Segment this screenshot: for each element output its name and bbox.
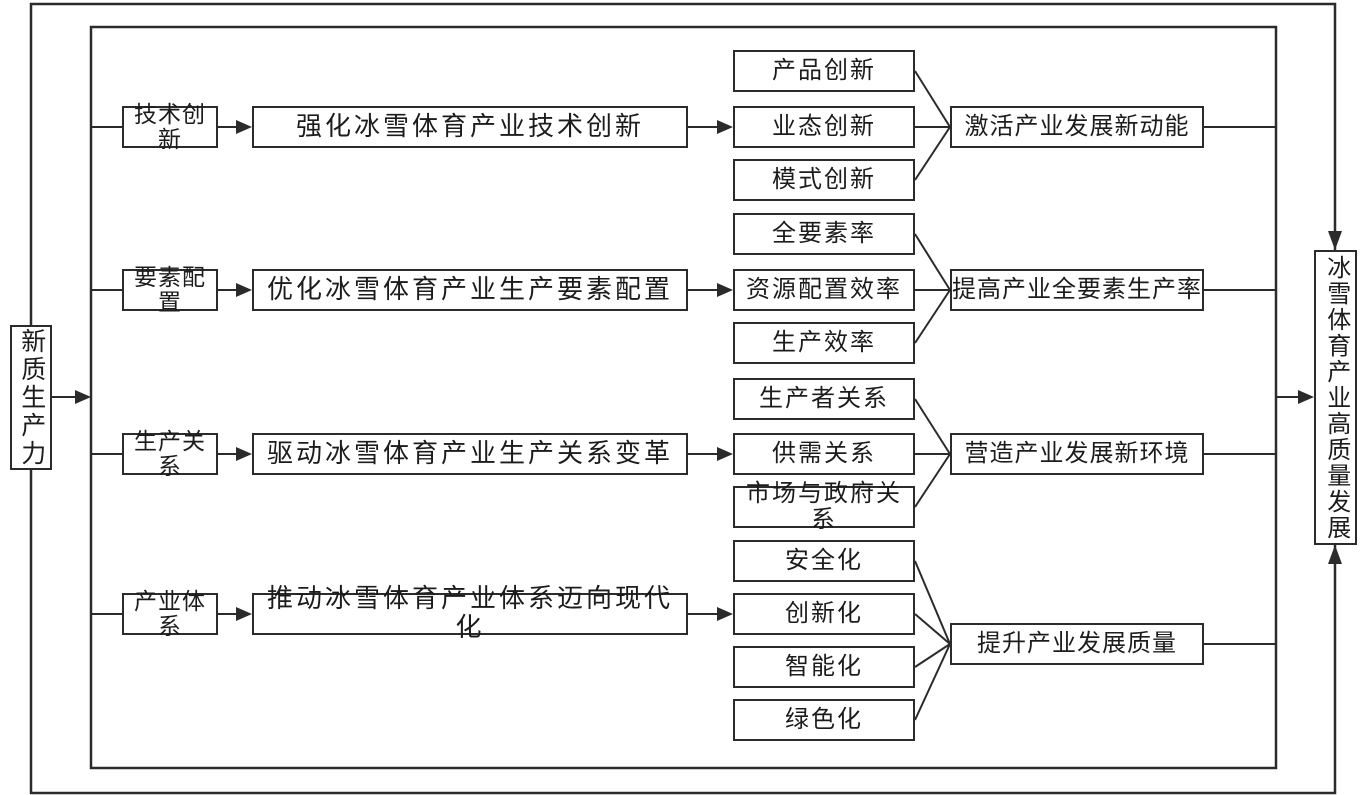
outcome-box-row4: 提升产业发展质量	[950, 623, 1204, 665]
arrow-row4-action-icon	[236, 607, 252, 621]
goal-node: 冰雪体育产业高质量发展	[1314, 250, 1357, 545]
outcome-box-row3: 营造产业发展新环境	[950, 433, 1204, 475]
item-box-row4-3: 智能化	[733, 646, 915, 688]
item-box-row1-3: 模式创新	[733, 159, 915, 201]
outcome-box-row1: 激活产业发展新动能	[950, 106, 1204, 148]
action-box-row2: 优化冰雪体育产业生产要素配置	[252, 269, 688, 311]
category-box-production-relations: 生产关系	[122, 429, 218, 479]
arrow-row1-action-icon	[236, 120, 252, 134]
item-box-row2-3: 生产效率	[733, 322, 915, 364]
arrow-driver-to-inner-icon	[75, 390, 91, 404]
driver-node: 新质生产力	[10, 325, 52, 470]
item-box-row3-3: 市场与政府关系	[733, 481, 915, 533]
category-box-tech-innovation: 技术创新	[122, 102, 218, 152]
arrow-row3-action-icon	[236, 447, 252, 461]
item-box-row2-1: 全要素率	[733, 213, 915, 255]
item-box-row3-2: 供需关系	[733, 433, 915, 475]
arrow-row3-items-icon	[717, 447, 733, 461]
item-box-row1-2: 业态创新	[733, 106, 915, 148]
item-box-row1-1: 产品创新	[733, 50, 915, 92]
action-box-row3: 驱动冰雪体育产业生产关系变革	[252, 433, 688, 475]
action-box-row4: 推动冰雪体育产业体系迈向现代化	[252, 585, 688, 642]
item-box-row4-1: 安全化	[733, 540, 915, 582]
arrow-row2-items-icon	[717, 283, 733, 297]
arrow-down-into-goal-icon	[1328, 231, 1342, 250]
outcome-box-row2: 提高产业全要素生产率	[950, 269, 1204, 311]
item-box-row3-1: 生产者关系	[733, 378, 915, 420]
arrow-row1-items-icon	[717, 120, 733, 134]
item-box-row2-2: 资源配置效率	[733, 269, 915, 311]
arrow-up-into-goal-icon	[1328, 545, 1342, 564]
action-box-row1: 强化冰雪体育产业技术创新	[252, 106, 688, 148]
arrow-row2-action-icon	[236, 283, 252, 297]
arrow-row4-items-icon	[717, 607, 733, 621]
arrow-inner-to-goal-icon	[1298, 390, 1314, 404]
item-box-row4-4: 绿色化	[733, 699, 915, 741]
category-box-factor-allocation: 要素配置	[122, 265, 218, 315]
item-box-row4-2: 创新化	[733, 593, 915, 635]
category-box-industry-system: 产业体系	[122, 589, 218, 639]
